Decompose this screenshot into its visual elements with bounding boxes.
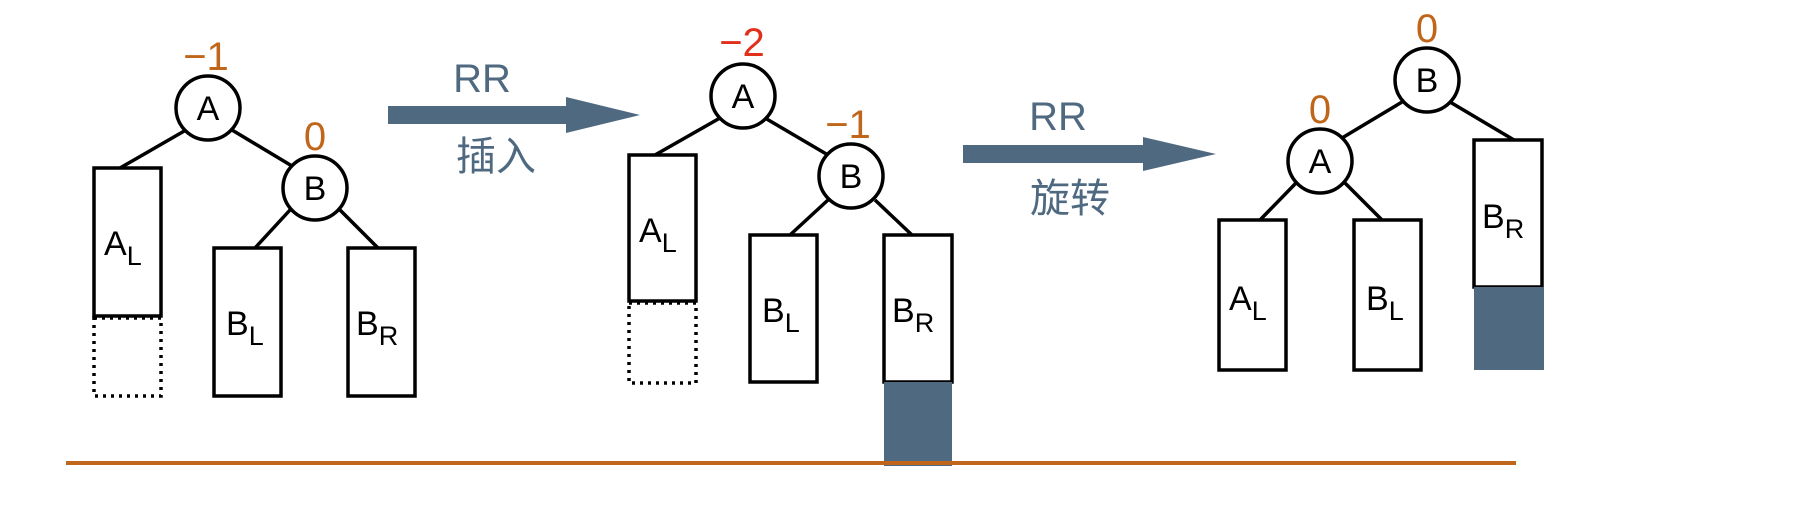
- node-b-label: B: [1416, 62, 1439, 100]
- edge-a-al: [654, 116, 721, 157]
- subtree-al-dotted-extension: [92, 316, 163, 398]
- subtree-al-box: [92, 166, 163, 318]
- subtree-bl-label: BL: [226, 305, 264, 351]
- subtree-br-box: [882, 233, 954, 384]
- subtree-br-label: BR: [356, 305, 398, 351]
- edge-a-b: [764, 116, 829, 157]
- subtree-al-label: AL: [639, 212, 677, 258]
- subtree-br-box: [1472, 138, 1544, 289]
- node-a-circle: [1286, 127, 1354, 195]
- stage3-tree: AL BL BR A 0 B 0: [1217, 7, 1544, 372]
- arrow1-bottom-label: 插入: [456, 134, 536, 180]
- node-a-circle: [174, 74, 242, 142]
- arrow-rotate: RR 旋转: [963, 95, 1216, 222]
- arrow-insert: RR 插入: [388, 57, 640, 180]
- arrow1-top-label: RR: [453, 57, 511, 101]
- subtree-bl-box: [1352, 218, 1423, 372]
- edge-a-b: [231, 128, 293, 168]
- node-a-balance-factor: 0: [1309, 88, 1331, 132]
- subtree-bl-label: BL: [762, 292, 800, 338]
- edge-b-br: [1449, 100, 1515, 142]
- arrow1-head: [566, 97, 640, 133]
- subtree-bl-box: [212, 246, 283, 398]
- node-b-balance-factor: −1: [825, 103, 871, 147]
- edge-b-a: [1341, 100, 1403, 140]
- node-a-circle: [709, 62, 777, 130]
- subtree-al-label: AL: [104, 225, 142, 271]
- node-b-label: B: [840, 158, 863, 196]
- subtree-al-box: [1217, 218, 1288, 372]
- inserted-node-block: [884, 382, 952, 466]
- node-b-label: B: [304, 170, 327, 208]
- node-b-circle: [1393, 46, 1461, 114]
- edge-a-bl: [1343, 181, 1384, 222]
- bottom-divider: [66, 461, 1516, 465]
- arrow2-head: [1143, 137, 1216, 171]
- node-a-label: A: [732, 78, 755, 116]
- node-a-balance-factor: −1: [183, 35, 229, 79]
- edge-b-br: [873, 198, 914, 237]
- edge-b-bl: [253, 208, 292, 250]
- edge-a-al: [119, 128, 187, 170]
- node-a-balance-factor: −2: [719, 21, 765, 65]
- inserted-node-block: [1474, 287, 1544, 370]
- stage2-tree: AL BL BR A −2 B −1: [627, 21, 954, 466]
- node-b-balance-factor: 0: [304, 115, 326, 159]
- node-a-label: A: [197, 90, 220, 128]
- stage1-tree: AL BL BR A −1 B 0: [92, 35, 417, 398]
- arrow2-bottom-label: 旋转: [1030, 176, 1110, 222]
- node-a-label: A: [1309, 143, 1332, 181]
- subtree-al-dotted-extension: [627, 301, 698, 385]
- subtree-bl-label: BL: [1366, 280, 1404, 326]
- arrow2-shaft: [963, 145, 1145, 163]
- edge-b-bl: [788, 198, 830, 237]
- arrow2-top-label: RR: [1029, 95, 1087, 139]
- subtree-al-box: [627, 153, 698, 303]
- node-b-balance-factor: 0: [1416, 7, 1438, 51]
- node-b-circle: [817, 142, 885, 210]
- subtree-bl-box: [748, 233, 819, 384]
- subtree-br-box: [346, 246, 417, 398]
- edge-b-br: [338, 208, 380, 250]
- arrow1-shaft: [388, 106, 568, 124]
- edge-a-al: [1258, 181, 1298, 222]
- node-b-circle: [281, 154, 349, 222]
- subtree-br-label: BR: [1482, 198, 1524, 244]
- subtree-al-label: AL: [1229, 280, 1267, 326]
- subtree-br-label: BR: [892, 292, 934, 338]
